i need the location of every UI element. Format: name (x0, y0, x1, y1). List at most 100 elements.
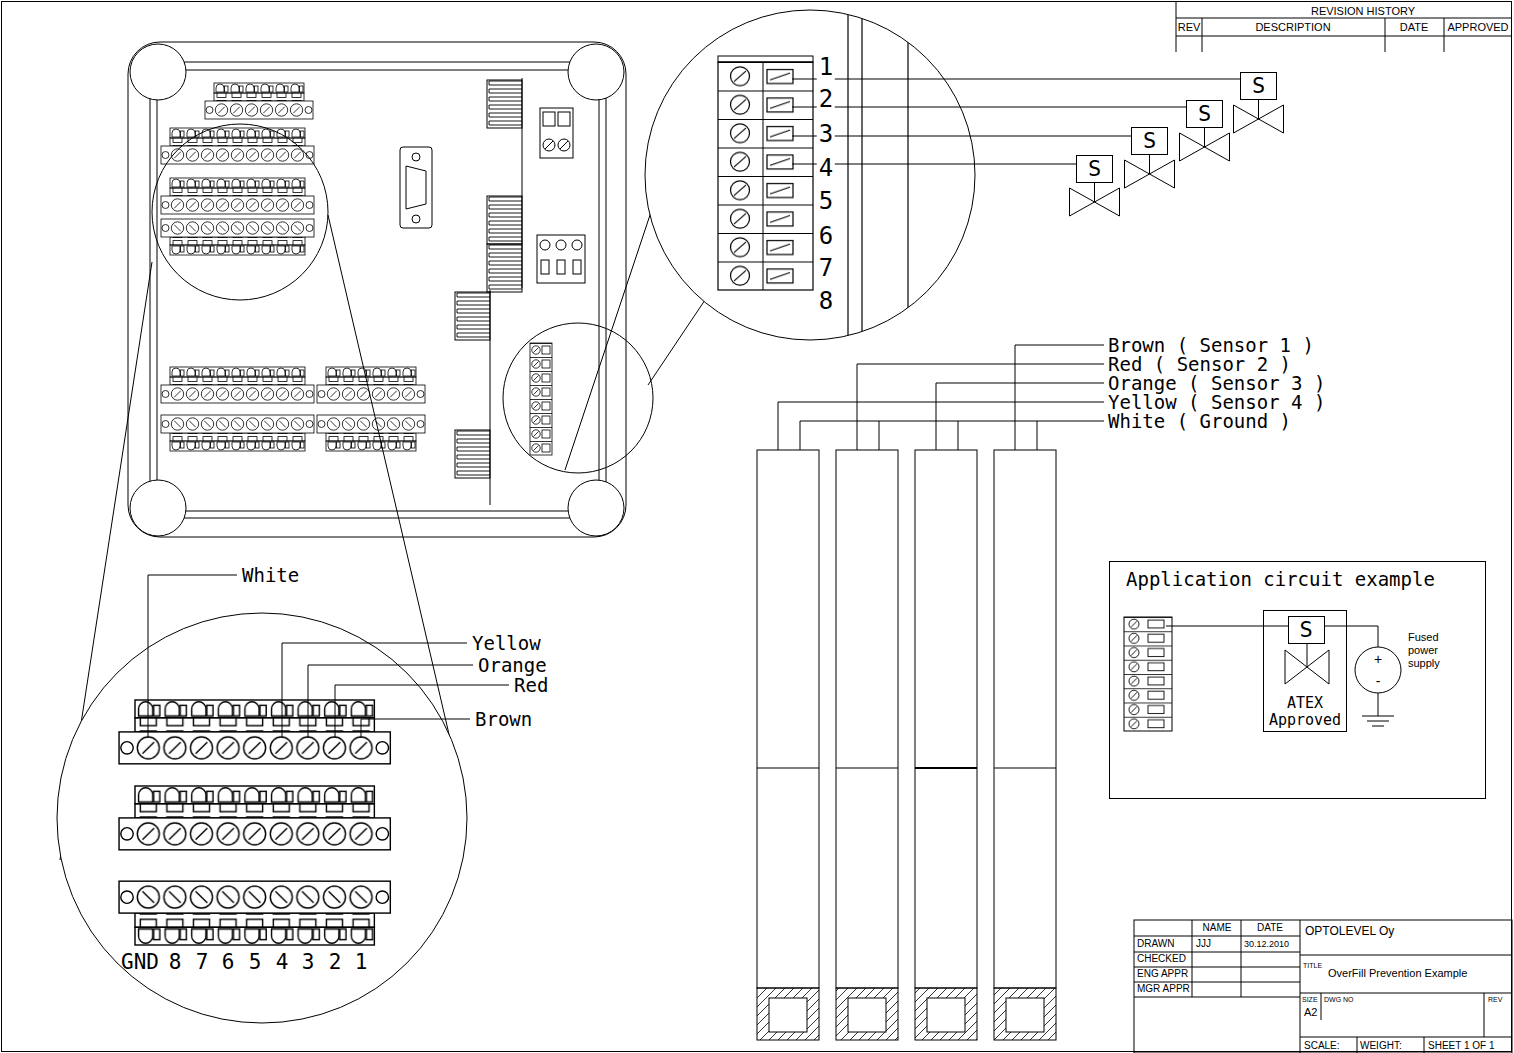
power-terminal (537, 235, 585, 283)
title-block-cell: WEIGHT: (1360, 1040, 1402, 1052)
zoom-callout (152, 124, 328, 300)
relay (540, 108, 573, 158)
title-block-cell: MGR APPR (1137, 983, 1190, 995)
title-block (1300, 955, 1512, 1037)
title-block-cell: NAME (1203, 922, 1232, 934)
relay (545, 141, 553, 149)
valve-wire (792, 79, 1240, 80)
terminal-number: 8 (817, 287, 835, 316)
terminal-number: 4 (817, 154, 835, 183)
solenoid-box: S (1076, 155, 1113, 183)
terminal-label: 3 (302, 950, 315, 975)
revision-header: APPROVED (1447, 21, 1508, 34)
title-block-cell: ENG APPR (1137, 968, 1188, 980)
sensor-wire (778, 345, 1104, 450)
terminal-block (161, 219, 314, 255)
leader-line (148, 575, 509, 738)
zoom-callout (503, 323, 653, 473)
heat-sink (487, 244, 522, 292)
relay (543, 139, 555, 151)
valve-symbol (1070, 188, 1120, 216)
level-sensor-probe (836, 768, 898, 769)
level-sensor-probe (915, 450, 977, 988)
solenoid-box: S (1186, 100, 1223, 128)
db9-connector (400, 147, 432, 228)
node-text: S (1252, 75, 1265, 97)
revision-header: DATE (1400, 21, 1429, 34)
terminal-label: 2 (329, 950, 342, 975)
title-block-cell: SIZE (1302, 996, 1318, 1004)
heat-sink (455, 78, 522, 505)
valve-wire (792, 79, 1240, 164)
title-block (1134, 920, 1512, 1053)
level-sensor-probe (994, 988, 1056, 1040)
example-panel: Application circuit exampleATEX Approved… (1109, 561, 1486, 799)
heat-sink (455, 292, 490, 340)
terminal-number: 6 (817, 222, 835, 251)
valve-symbol (1149, 155, 1150, 174)
sensor-wire (857, 364, 1104, 450)
wire-color-label: Red (514, 674, 548, 697)
controller-housing (568, 44, 624, 100)
controller-housing (130, 480, 186, 536)
terminal-number: 7 (817, 254, 835, 283)
relay (543, 112, 555, 126)
terminal-label: 5 (249, 950, 262, 975)
valve-symbol (1234, 105, 1284, 133)
level-sensor-probe (1006, 998, 1044, 1032)
title-block-cell: CHECKED (1137, 953, 1186, 965)
node-text: S (1143, 130, 1156, 152)
polarity-sign: - (1376, 673, 1381, 690)
wire-color-label: Yellow (472, 632, 541, 655)
relay (558, 112, 570, 126)
application-circuit (1124, 617, 1172, 731)
leader-line (148, 575, 237, 738)
application-circuit (1285, 650, 1329, 684)
revision-table (1176, 2, 1512, 52)
db9-connector (412, 215, 420, 223)
application-circuit (1307, 644, 1308, 667)
zoom-callout (648, 300, 705, 385)
heat-sink (487, 196, 522, 244)
title-block-cell: 30.12.2010 (1244, 939, 1289, 950)
level-sensor-probe (994, 450, 1056, 988)
level-sensor-probe (757, 988, 819, 1040)
title-block-cell: DATE (1257, 922, 1283, 934)
db9-connector (412, 153, 420, 161)
power-terminal (572, 240, 582, 250)
title-block (1192, 920, 1300, 1053)
valve-symbol (1070, 100, 1284, 216)
level-sensor-probe (994, 768, 1056, 769)
power-terminal (573, 260, 581, 274)
level-sensor-probe (927, 998, 965, 1032)
application-circuit (1325, 626, 1378, 647)
zoom-callout (645, 0, 975, 360)
power-terminal (557, 260, 565, 274)
terminal-block (530, 343, 552, 455)
valve-wire (792, 136, 1131, 137)
application-circuit (1362, 693, 1394, 726)
leader-line (308, 665, 473, 738)
terminal-block (161, 128, 314, 164)
polarity-sign: + (1374, 651, 1382, 668)
valve-symbol (1180, 133, 1230, 161)
title-block (1134, 920, 1512, 1053)
level-sensor-probe (757, 450, 819, 988)
revision-table (1176, 2, 1512, 52)
level-sensor-probe (757, 450, 1056, 1040)
leader-line (361, 719, 470, 738)
title-block-cell: A2 (1304, 1006, 1317, 1019)
terminal-block (317, 415, 425, 451)
title-block-cell: DRAWN (1137, 938, 1174, 950)
level-sensor-probe (836, 450, 898, 988)
revision-header: REVISION HISTORY (1311, 5, 1415, 18)
power-terminal (540, 240, 550, 250)
terminal-label: 6 (222, 950, 235, 975)
controller-housing (157, 70, 599, 511)
controller-housing (568, 480, 624, 536)
title-block-cell: REV (1488, 996, 1502, 1004)
valve-box: ATEX ApprovedS (1263, 610, 1347, 732)
power-terminal (537, 235, 585, 283)
